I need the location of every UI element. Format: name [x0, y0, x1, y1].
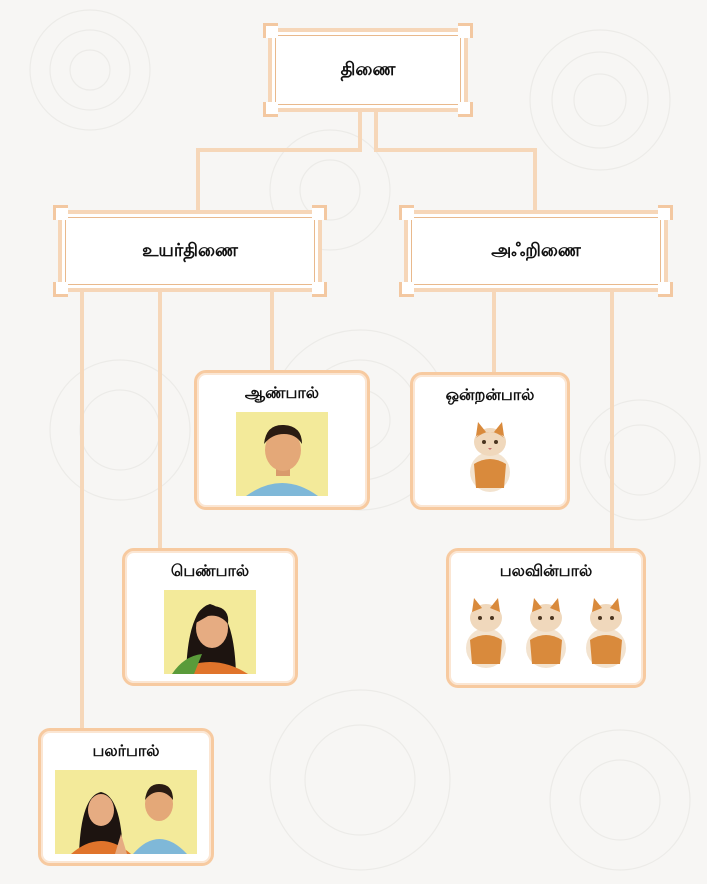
uyarthinai-label: உயர்திணை [142, 239, 238, 261]
aqrinai-box: அஃறிணை [399, 205, 673, 297]
card-penpaal: பெண்பால் [122, 548, 298, 686]
root-box: திணை [263, 23, 473, 117]
woman-portrait-image [164, 590, 256, 674]
man-portrait-image [236, 412, 328, 496]
palavinpaal-label: பலவின்பால் [499, 561, 593, 580]
aanpaal-label: ஆண்பால் [244, 383, 320, 402]
ondranpaal-label: ஒன்றன்பால் [445, 385, 535, 404]
card-palarpaal: பலர்பால் [38, 728, 214, 866]
card-palavinpaal: பலவின்பால் [446, 548, 646, 688]
palarpaal-label: பலர்பால் [92, 741, 160, 760]
aqrinai-label: அஃறிணை [491, 239, 581, 261]
card-ondranpaal: ஒன்றன்பால் [410, 372, 570, 510]
single-cat-image [470, 422, 510, 492]
card-aanpaal: ஆண்பால் [194, 370, 370, 510]
three-cats-image [466, 598, 626, 668]
root-label: திணை [340, 58, 396, 80]
penpaal-label: பெண்பால் [170, 561, 250, 580]
couple-greeting-image [55, 770, 197, 854]
uyarthinai-box: உயர்திணை [53, 205, 327, 297]
